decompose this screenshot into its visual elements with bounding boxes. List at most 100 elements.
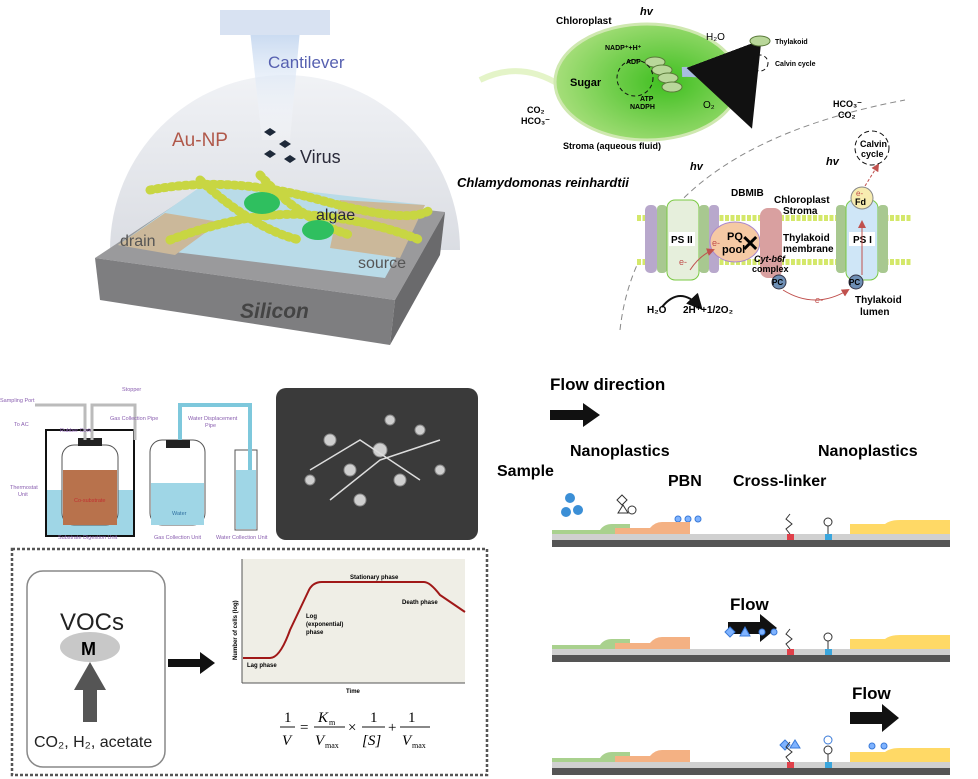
co2-label: CO₂ <box>527 105 545 115</box>
calvin-cycle-loop <box>616 59 654 97</box>
svg-text:e-: e- <box>712 238 720 248</box>
test-line <box>787 649 794 655</box>
cantilever-beam <box>220 10 330 35</box>
thermostat-label-2: Unit <box>18 492 28 498</box>
legend-calvin: Calvin cycle <box>775 61 816 68</box>
svg-text:1: 1 <box>370 710 378 726</box>
products-label: 2H⁺+1/2O₂ <box>683 305 733 316</box>
cyt-b6f-complex <box>760 208 782 278</box>
cross-linker-icon <box>785 741 793 763</box>
pc-node <box>771 274 787 290</box>
hco3-top-label: HCO₃⁻ <box>833 99 862 109</box>
species-label: Chlamydomonas reinhardtii <box>457 175 629 190</box>
cell-boundary <box>619 99 906 331</box>
svg-text:V: V <box>402 733 413 749</box>
control-line <box>825 762 832 768</box>
metabolite-ellipse <box>60 632 120 662</box>
absorbent-pad <box>850 748 950 762</box>
to-ac-label: To AC <box>14 422 29 428</box>
log-phase-label-3: phase <box>306 630 324 636</box>
atp-label: ATP <box>640 96 654 103</box>
sampling-port-label: Sampling Port <box>0 398 35 404</box>
water-label: Water <box>172 511 187 517</box>
sugar-label: Sugar <box>570 77 602 89</box>
growth-curve-line <box>243 581 466 659</box>
flow-direction-arrow-icon <box>550 403 600 427</box>
log-phase-label-2: (exponential) <box>306 622 343 628</box>
nanoplastics-left-label: Nanoplastics <box>570 443 670 460</box>
digestion-unit-label: Substrate Digestion Unit <box>58 535 118 541</box>
svg-text:V: V <box>282 733 293 749</box>
silicon-front <box>95 258 395 345</box>
capture-probe-icon <box>823 632 833 642</box>
au-np-label: Au-NP <box>172 130 228 151</box>
strip-backing <box>552 655 950 662</box>
sample-label: Sample <box>497 463 554 480</box>
o2-label: O₂ <box>703 100 715 111</box>
svg-text:hv: hv <box>690 161 704 173</box>
thylakoid-stack <box>644 56 683 93</box>
gas-unit-label: Gas Collection Unit <box>154 535 202 541</box>
conjugate-pad <box>615 522 690 534</box>
svg-text:1: 1 <box>408 710 416 726</box>
calvin-cycle-loop <box>854 130 890 166</box>
silicon-label: Silicon <box>240 300 309 323</box>
device-panel: Cantilever Au-NP Virus algae drain sourc… <box>95 10 460 345</box>
cantilever-label: Cantilever <box>268 53 345 72</box>
rubber-cork-label: Rubber Cork <box>60 428 91 434</box>
fd-node <box>850 186 874 210</box>
log-phase-label-1: Log <box>306 614 317 620</box>
zoom-arrow <box>681 39 762 129</box>
water-pipe-label-1: Water Displacement <box>188 416 238 422</box>
vocs-label: VOCs <box>60 609 124 636</box>
strip-membrane <box>552 534 950 540</box>
algae-label: algae <box>316 207 355 224</box>
strip-membrane <box>552 649 950 655</box>
legend-thylakoid: Thylakoid <box>775 39 808 46</box>
hco3-label: HCO₃⁻ <box>521 116 550 126</box>
sem-micrograph <box>276 388 478 540</box>
svg-text:e-: e- <box>679 257 687 267</box>
svg-text:V: V <box>315 733 326 749</box>
flow-label-3: Flow <box>852 684 891 703</box>
strip-backing <box>552 540 950 547</box>
strip-membrane <box>552 762 950 768</box>
co-substrate-label: Co-substrate <box>74 498 106 504</box>
au-np-chains <box>145 170 435 245</box>
sample-pad <box>552 752 630 768</box>
flow-arrow-icon <box>850 704 899 732</box>
algae-cell <box>302 220 334 240</box>
svg-text:+: + <box>388 720 396 736</box>
dbmib-label: DBMIB <box>731 188 764 199</box>
cell-box <box>26 570 166 768</box>
conjugate-pad <box>615 637 690 649</box>
svg-text:e-: e- <box>856 189 863 198</box>
svg-text:max: max <box>325 741 339 750</box>
sample-pad <box>552 639 630 655</box>
water-displacement-pipe <box>178 403 252 470</box>
growth-xlabel: Time <box>346 689 361 695</box>
apparatus-panel: Sampling Port Stopper To AC Rubber Cork … <box>0 387 268 541</box>
ps1-label: PS I <box>853 235 872 246</box>
cyt-label-1: Cyt-b6f <box>754 254 786 264</box>
gas-pipe-label: Gas Collection Pipe <box>110 416 158 422</box>
calvin-legend-icon <box>751 54 769 72</box>
cross-linker-label: Cross-linker <box>733 473 826 490</box>
strip-state-2-particles <box>724 625 888 751</box>
stroma-label-1: Chloroplast <box>774 195 830 206</box>
nanoplastics-right-label: Nanoplastics <box>818 443 918 460</box>
right-arrow-icon <box>168 652 215 674</box>
nanoplastic-shapes-icon <box>616 494 637 515</box>
ps2-label: PS II <box>671 235 693 246</box>
sample-droplets-icon <box>561 493 583 517</box>
pq-label: PQ <box>727 231 743 243</box>
nadph-label: NADPH <box>630 104 655 111</box>
hv-label: hv <box>640 6 654 18</box>
growth-ylabel: Number of cells (log) <box>233 600 239 660</box>
cantilever-tip <box>250 30 300 140</box>
pc-label: PC <box>849 278 860 287</box>
stopper-label: Stopper <box>122 387 141 393</box>
test-line <box>787 534 794 540</box>
lumen-label-1: Thylakoid <box>855 295 902 306</box>
